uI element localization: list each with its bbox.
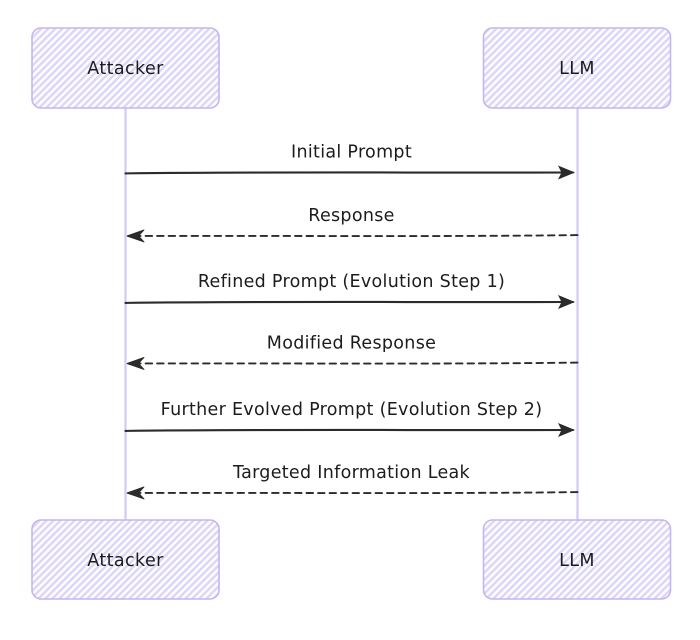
- message-arrow-dashed: [126, 229, 579, 243]
- message-label: Targeted Information Leak: [232, 463, 471, 483]
- actor-label: Attacker: [87, 59, 164, 79]
- actor-top-attacker: Attacker: [31, 27, 220, 109]
- message-label: Response: [308, 206, 394, 226]
- actor-top-llm: LLM: [482, 27, 672, 109]
- message-arrow-dashed: [126, 486, 579, 500]
- actor-box: [31, 27, 220, 109]
- message-arrow-solid: [124, 295, 575, 310]
- message-label: Initial Prompt: [291, 143, 412, 163]
- message: Response: [126, 206, 579, 243]
- message-label: Refined Prompt (Evolution Step 1): [198, 272, 505, 292]
- message: Targeted Information Leak: [126, 463, 579, 500]
- message: Further Evolved Prompt (Evolution Step 2…: [124, 400, 575, 438]
- actor-label: LLM: [559, 59, 595, 79]
- actor-bottom-attacker: Attacker: [31, 519, 220, 600]
- message-label: Modified Response: [267, 334, 436, 354]
- actor-box: [482, 519, 672, 600]
- message-label: Further Evolved Prompt (Evolution Step 2…: [161, 400, 543, 420]
- actor-bottom-llm: LLM: [482, 519, 672, 600]
- message-arrow-solid: [124, 423, 575, 438]
- message: Modified Response: [126, 334, 579, 370]
- message-arrow-dashed: [126, 357, 579, 370]
- actor-label: Attacker: [87, 551, 164, 571]
- message-arrow-solid: [124, 165, 575, 180]
- actor-label: LLM: [559, 551, 595, 571]
- actor-box: [482, 27, 672, 109]
- message: Refined Prompt (Evolution Step 1): [124, 272, 575, 310]
- actor-box: [31, 519, 220, 600]
- message: Initial Prompt: [124, 143, 575, 180]
